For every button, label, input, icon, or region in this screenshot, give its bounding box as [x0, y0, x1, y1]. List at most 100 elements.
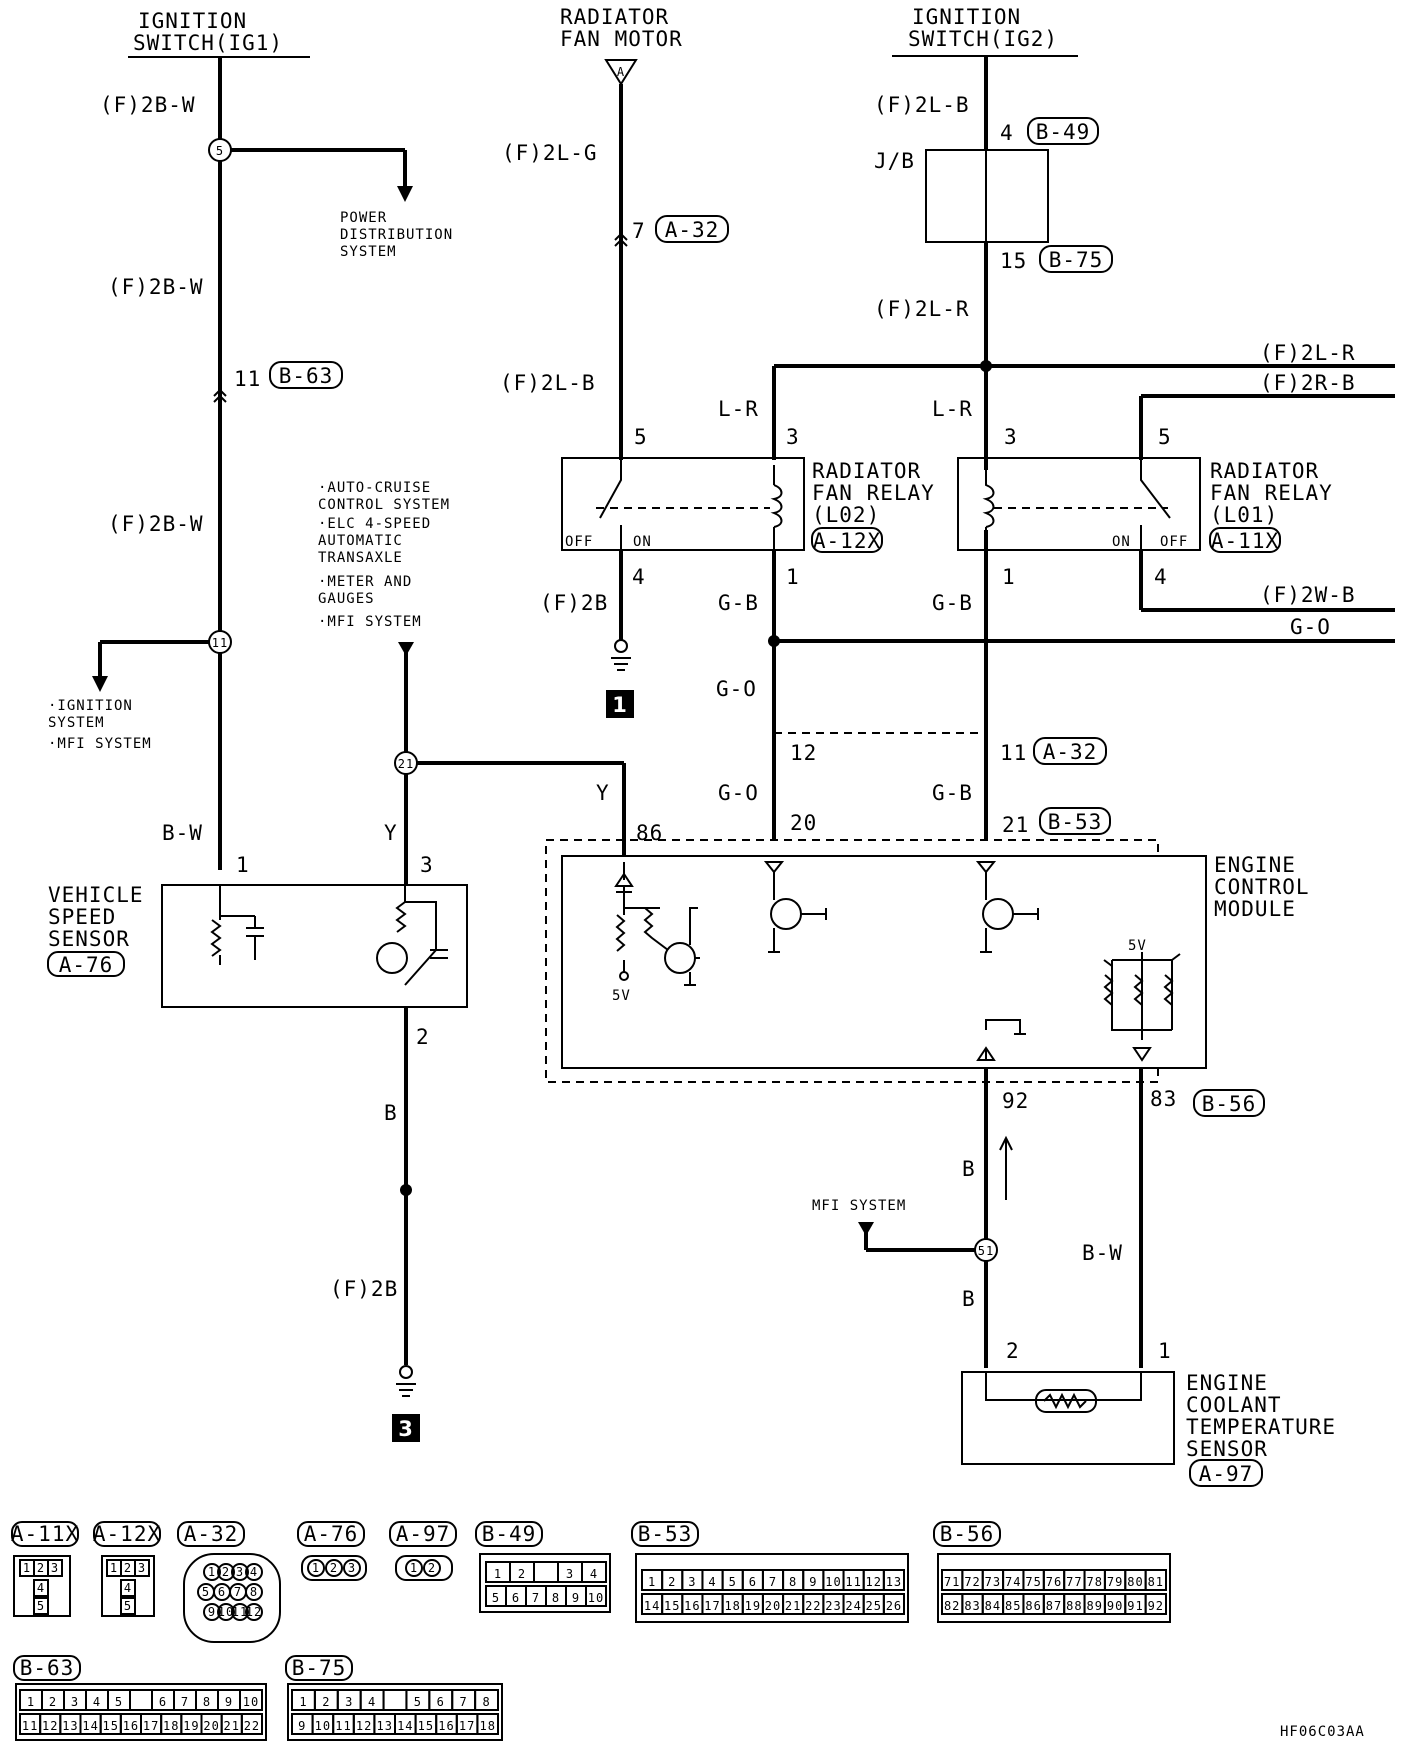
legend-b53-pin: 2 [668, 1575, 676, 1589]
legend-b56-pin: 76 [1046, 1575, 1062, 1589]
tag-b75-text: B-75 [1049, 248, 1104, 272]
legend-b53-body [635, 1553, 909, 1623]
ecm-83-resistors [1103, 974, 1174, 1006]
legend-a32-pin: 12 [246, 1605, 262, 1619]
legend-a76-pin-ring [325, 1559, 343, 1577]
pin-11b: 11 [1000, 741, 1027, 765]
tag-a76 [47, 951, 125, 977]
legend-a12x-cell [120, 1597, 136, 1615]
legend-b56-pin: 87 [1046, 1599, 1062, 1613]
relay-l01-box [957, 457, 1201, 551]
arrow-power-dist [397, 186, 413, 202]
legend-a76-pin: 1 [312, 1561, 320, 1575]
relay-l01-switch [1140, 460, 1171, 550]
legend-a97-pin-ring [423, 1559, 441, 1577]
pin-2: 2 [416, 1025, 430, 1049]
legend-b75-pin: 3 [345, 1695, 353, 1709]
legend-a32-pin-ring [245, 1603, 263, 1621]
legend-b63-tag-text: B-63 [20, 1656, 75, 1680]
tag-a11x-text: A-11X [1211, 529, 1279, 553]
legend-a11x-pin: 2 [37, 1561, 45, 1575]
ign-list-1: ·IGNITION [48, 698, 133, 714]
legend-a32-pin-ring [231, 1563, 249, 1581]
legend-b56-tag-text: B-56 [940, 1522, 995, 1546]
tag-b75 [1039, 245, 1113, 273]
fan-motor-connector [604, 59, 638, 86]
legend-b75-pin: 2 [322, 1695, 330, 1709]
ground-3-symbol [396, 1383, 416, 1397]
legend-b75-pin: 13 [376, 1719, 392, 1733]
legend-b63-pin: 17 [143, 1719, 159, 1733]
ect-line1: ENGINE [1186, 1371, 1268, 1395]
wire-label-b-2: B [962, 1157, 976, 1181]
legend-a32-pin: 8 [250, 1585, 258, 1599]
legend-b75-cell [474, 1689, 500, 1711]
legend-b63-tag [13, 1655, 81, 1681]
tag-a76-text: A-76 [59, 953, 114, 977]
legend-b56-body [937, 1553, 1171, 1623]
legend-b53-pin: 3 [688, 1575, 696, 1589]
relay-l01-coil [982, 465, 995, 550]
legend-a32-tag [177, 1521, 245, 1547]
legend-a76-tag [297, 1521, 365, 1547]
ig2-label-line2: SWITCH(IG2) [908, 27, 1058, 51]
legend-a32-pin-ring [217, 1603, 235, 1621]
pin-4a: 4 [632, 565, 646, 589]
legend-b56-pin: 83 [964, 1599, 980, 1613]
relay-l01-line2: FAN RELAY [1210, 481, 1333, 505]
legend-a97-tag [389, 1521, 457, 1547]
legend-a11x-cell [47, 1559, 63, 1577]
legend-b56-tag [933, 1521, 1001, 1547]
vss-box [161, 884, 468, 1008]
legend-a12x-pin: 3 [138, 1561, 146, 1575]
wire-label-bw-2: B-W [1082, 1241, 1123, 1265]
legend-b56-pin: 73 [985, 1575, 1001, 1589]
cruise-list-1: ·AUTO-CRUISE [318, 480, 431, 496]
vss-internal-right [395, 885, 448, 986]
legend-b53-pin: 23 [825, 1599, 841, 1613]
legend-b75-body [287, 1683, 503, 1741]
cruise-list-6: ·METER AND [318, 574, 412, 590]
ig1-label-line2: SWITCH(IG1) [133, 31, 283, 55]
ground-ref-3: 3 [398, 1417, 414, 1441]
junction-5-label: 5 [216, 144, 224, 158]
legend-b49-pin: 10 [588, 1591, 604, 1605]
legend-b49-pin: 5 [492, 1591, 500, 1605]
mfi-system-label: MFI SYSTEM [812, 1198, 906, 1214]
legend-b63-pin: 2 [49, 1695, 57, 1709]
ecm-5v-a: 5V [612, 988, 631, 1004]
legend-a32-tag-text: A-32 [184, 1522, 239, 1546]
legend-b63-pin: 11 [22, 1719, 38, 1733]
legend-b49-pin: 7 [532, 1591, 540, 1605]
legend-b56-pin: 90 [1107, 1599, 1123, 1613]
legend-b63-pin: 3 [71, 1695, 79, 1709]
legend-b53-pin: 25 [866, 1599, 882, 1613]
legend-a32-pin: 3 [236, 1565, 244, 1579]
legend-b75-pin: 7 [460, 1695, 468, 1709]
wire-label-2rb: (F)2R-B [1260, 371, 1356, 395]
wire-label-lr-2: L-R [932, 397, 973, 421]
ign-list-2: SYSTEM [48, 715, 105, 731]
ecm-line2: CONTROL [1214, 875, 1310, 899]
legend-b75-tag-text: B-75 [292, 1656, 347, 1680]
legend-b63-pin: 1 [27, 1695, 35, 1709]
legend-b75-pin: 4 [368, 1695, 376, 1709]
tag-a32-bottom-text: A-32 [1043, 740, 1098, 764]
relay-l02-on: ON [633, 534, 652, 550]
tag-a12x-text: A-12X [813, 529, 881, 553]
legend-a12x-tag [93, 1521, 161, 1547]
pin-3b: 3 [1004, 425, 1018, 449]
legend-b56-cell [1144, 1593, 1167, 1615]
tag-a32-bottom [1033, 737, 1107, 765]
power-dist-line3: SYSTEM [340, 244, 397, 260]
pin-4b: 4 [1154, 565, 1168, 589]
ecm-20-bias [768, 908, 827, 953]
ecm-86-circuit [614, 862, 660, 972]
legend-a32-pin: 1 [208, 1565, 216, 1579]
cruise-list-5: TRANSAXLE [318, 550, 403, 566]
legend-b56-pin: 74 [1005, 1575, 1021, 1589]
ect-line3: TEMPERATURE [1186, 1415, 1336, 1439]
legend-b75-pin: 8 [482, 1695, 490, 1709]
tag-a97-text: A-97 [1199, 1462, 1254, 1486]
wire-label-lr-1: L-R [718, 397, 759, 421]
